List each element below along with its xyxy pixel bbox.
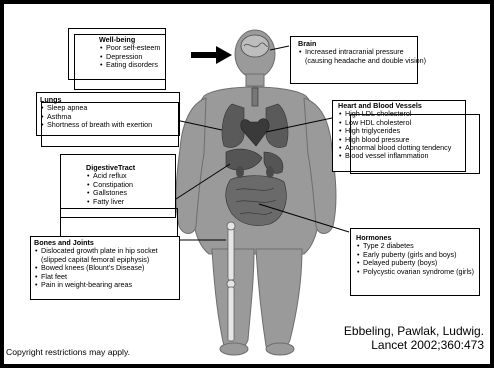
- digestive-label: DigestiveTract Acid reflux Constipation …: [86, 164, 135, 206]
- copyright-notice: Copyright restrictions may apply.: [6, 347, 130, 357]
- lungs-item: Shortness of breath with exertion: [40, 121, 152, 129]
- slide: Well-being Poor self-esteem Depression E…: [4, 4, 490, 364]
- brain-label: Brain Increased intracranial pressure (c…: [298, 40, 426, 65]
- digestive-organs: [226, 149, 287, 225]
- citation-line: Lancet 2002;360:473: [344, 338, 484, 352]
- bones-item: Pain in weight-bearing areas: [34, 281, 158, 289]
- citation: Ebbeling, Pawlak, Ludwig. Lancet 2002;36…: [344, 324, 484, 352]
- wellbeing-item: Eating disorders: [99, 61, 160, 69]
- bones-label: Bones and Joints Dislocated growth plate…: [34, 239, 158, 289]
- hormones-item: Polycystic ovarian syndrome (girls): [356, 268, 474, 276]
- citation-line: Ebbeling, Pawlak, Ludwig.: [344, 324, 484, 338]
- brain-organ: [241, 35, 269, 57]
- leg-bones: [227, 222, 235, 341]
- digestive-item: Fatty liver: [86, 198, 135, 206]
- lungs-label: Lungs Sleep apnea Asthma Shortness of br…: [40, 96, 152, 130]
- wellbeing-label: Well-being Poor self-esteem Depression E…: [99, 36, 160, 70]
- heart-item: Blood vessel inflammation: [338, 152, 451, 160]
- heart-label: Heart and Blood Vessels High LDL cholest…: [338, 102, 451, 161]
- arrow-icon: [191, 46, 232, 64]
- brain-item-cont: (causing headache and double vision): [298, 57, 426, 65]
- hormones-label: Hormones Type 2 diabetes Early puberty (…: [356, 234, 474, 276]
- bones-frame: [60, 208, 178, 238]
